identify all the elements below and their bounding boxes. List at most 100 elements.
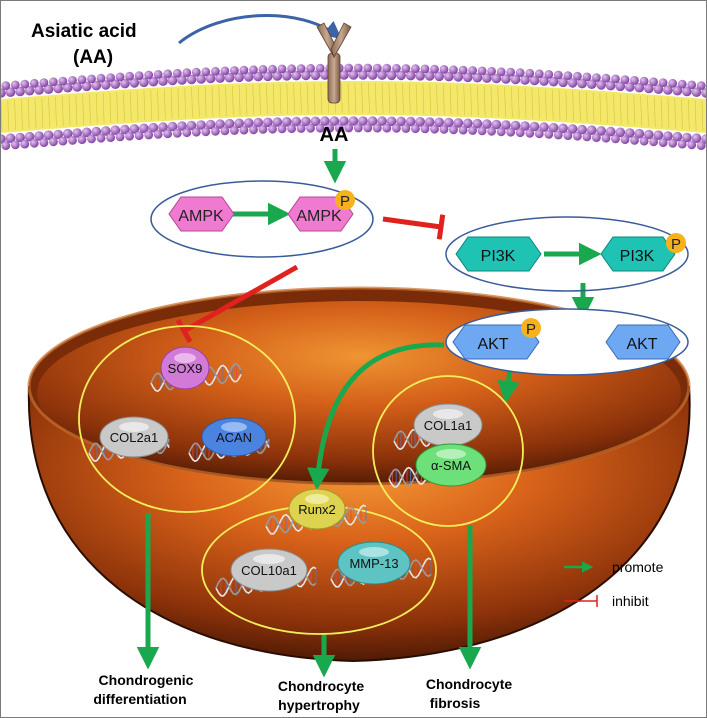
lipid-tail bbox=[75, 95, 78, 126]
lipid-head bbox=[34, 85, 44, 95]
lipid-tail bbox=[653, 96, 656, 127]
lipid-head bbox=[215, 73, 225, 83]
lipid-tail bbox=[538, 88, 540, 119]
lipid-head bbox=[682, 86, 692, 97]
lipid-head bbox=[434, 117, 445, 128]
lipid-head bbox=[1, 141, 11, 151]
lipid-head bbox=[573, 71, 582, 81]
lipid-head bbox=[392, 63, 401, 73]
lipid-head bbox=[81, 127, 92, 138]
lipid-head bbox=[230, 126, 239, 135]
lipid-head bbox=[444, 117, 454, 128]
lipid-tail bbox=[443, 84, 445, 115]
ampk-inhibits-sox9 bbox=[175, 264, 299, 344]
lipid-head bbox=[201, 67, 211, 77]
lipid-head bbox=[172, 68, 182, 78]
lipid-head bbox=[592, 73, 601, 82]
legend-inhibit-label: inhibit bbox=[612, 593, 649, 609]
lipid-head bbox=[10, 140, 20, 150]
lipid-tail bbox=[136, 90, 139, 121]
lipid-head bbox=[172, 128, 182, 138]
lipid-tail bbox=[300, 83, 302, 114]
akt-p-label: AKT bbox=[477, 336, 508, 353]
lipid-head bbox=[158, 76, 168, 86]
lipid-tail bbox=[225, 85, 227, 116]
lipid-head bbox=[272, 117, 283, 127]
lipid-head bbox=[458, 65, 468, 75]
lipid-head bbox=[201, 127, 211, 137]
lipid-head bbox=[58, 76, 68, 86]
pi3k-label: PI3K bbox=[481, 248, 516, 265]
lipid-head bbox=[596, 80, 606, 90]
lipid-head bbox=[468, 126, 477, 135]
lipid-head bbox=[672, 131, 683, 142]
lipid-head bbox=[525, 128, 535, 138]
lipid-tail bbox=[647, 96, 649, 127]
lipid-tail bbox=[306, 83, 309, 114]
lipid-head bbox=[501, 74, 511, 84]
lipid-head bbox=[344, 123, 354, 133]
lipid-head bbox=[653, 84, 664, 94]
lipid-tail bbox=[449, 84, 452, 115]
lipid-tail bbox=[545, 89, 547, 120]
lipid-head bbox=[668, 78, 678, 88]
pi3k-node: PI3K bbox=[455, 236, 542, 272]
lipid-head bbox=[182, 128, 192, 138]
acan-gene: ACAN bbox=[201, 417, 267, 457]
lipid-head bbox=[444, 71, 454, 82]
lipid-tail bbox=[320, 83, 323, 114]
lipid-head bbox=[253, 71, 263, 82]
lipid-head bbox=[424, 117, 435, 127]
lipid-head bbox=[611, 74, 620, 84]
lipid-head bbox=[68, 76, 77, 85]
lipid-tail bbox=[354, 82, 357, 114]
lipid-head bbox=[353, 63, 363, 73]
lipid-tail bbox=[150, 89, 153, 120]
lipid-head bbox=[239, 125, 249, 135]
lipid-tail bbox=[68, 95, 71, 126]
lipid-head bbox=[110, 79, 121, 89]
lipid-head bbox=[487, 126, 496, 136]
lipid-tail bbox=[477, 85, 479, 116]
lipid-head bbox=[72, 128, 82, 138]
lipid-head bbox=[396, 116, 406, 127]
lipid-head bbox=[682, 132, 692, 143]
lipid-tail bbox=[14, 99, 16, 130]
lipid-tail bbox=[191, 87, 193, 118]
lipid-head bbox=[515, 128, 525, 138]
lipid-tail bbox=[164, 89, 166, 120]
lipid-head bbox=[491, 73, 502, 84]
ampk-label: AMPK bbox=[178, 208, 224, 225]
lipid-tail bbox=[524, 87, 527, 119]
lipid-head bbox=[463, 118, 473, 129]
lipid-head bbox=[515, 68, 525, 78]
lipid-head bbox=[268, 124, 277, 134]
lipid-head bbox=[424, 71, 435, 81]
lipid-head bbox=[39, 138, 49, 148]
fibrosis-gene-cluster bbox=[372, 375, 524, 527]
col10a1-gene: COL10a1 bbox=[230, 548, 308, 592]
lipid-head bbox=[586, 125, 597, 135]
lipid-head bbox=[234, 72, 244, 83]
lipid-head bbox=[81, 81, 92, 92]
lipid-head bbox=[167, 121, 178, 132]
lipid-head bbox=[53, 83, 63, 94]
lipid-head bbox=[129, 78, 140, 88]
ampk-node: AMPK bbox=[168, 196, 235, 232]
lipid-head bbox=[224, 72, 235, 83]
lipid-head bbox=[630, 76, 639, 85]
lipid-tail bbox=[313, 83, 316, 114]
lipid-head bbox=[263, 117, 273, 128]
lipid-head bbox=[163, 69, 173, 79]
lipid-tail bbox=[340, 83, 343, 114]
lipid-tail bbox=[266, 84, 268, 115]
lipid-head bbox=[534, 129, 544, 139]
lipid-head bbox=[215, 119, 225, 129]
lipid-head bbox=[392, 123, 401, 133]
lipid-head bbox=[186, 74, 197, 85]
lipid-head bbox=[477, 66, 487, 76]
lipid-head bbox=[548, 122, 559, 133]
lipid-tail bbox=[463, 85, 466, 116]
lipid-head bbox=[539, 76, 549, 86]
